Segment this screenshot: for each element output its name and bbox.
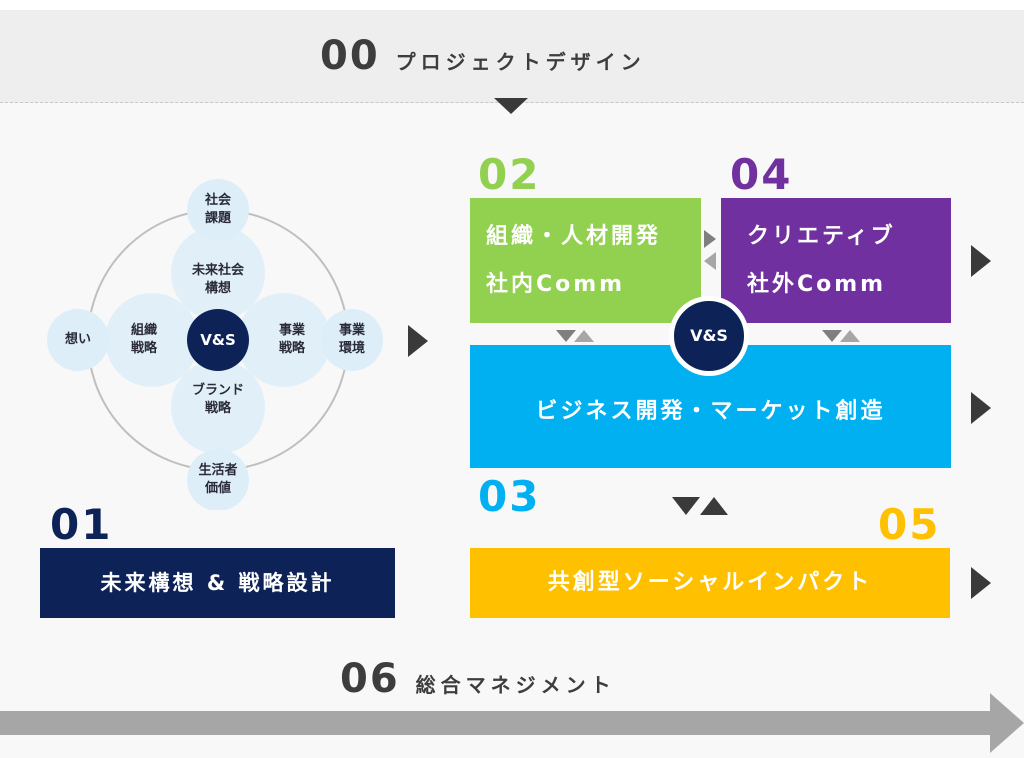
outer-circle-top (187, 179, 249, 241)
outer-label-left: 想い (64, 332, 91, 347)
arrow-down-small-icon (556, 330, 576, 342)
arrow-up-small-icon (574, 330, 594, 342)
outer-label-top: 社会 課題 (204, 193, 231, 226)
center-circle (187, 309, 249, 371)
outer-label-right: 事業 環境 (338, 323, 365, 356)
header-number: 00 (320, 33, 380, 79)
outer-circle-bottom (187, 449, 249, 510)
project-design-band (0, 10, 1024, 103)
step-02-line2: 社内Comm (486, 271, 626, 297)
footer: 06 総合マネジメント (340, 656, 616, 702)
long-right-arrow-icon (0, 693, 1024, 753)
inner-circle-bottom (171, 360, 265, 454)
arrow-up-small-icon (840, 330, 860, 342)
outer-circle-right (321, 309, 383, 371)
step-05-number: 05 (878, 500, 941, 549)
inner-label-bottom: ブランド 戦略 (191, 383, 244, 416)
arrow-up-icon (700, 497, 728, 515)
step-02-number: 02 (478, 150, 541, 199)
step-05-label: 共創型ソーシャルインパクト (547, 570, 873, 595)
right-arrow-icon (971, 245, 991, 277)
step-04-line1: クリエティブ (747, 223, 896, 249)
inner-label-top: 未来社会 構想 (191, 263, 244, 296)
header-title: プロジェクトデザイン (395, 50, 646, 74)
down-arrow-icon (494, 98, 528, 114)
step-03-box: ビジネス開発・マーケット創造 (470, 345, 951, 468)
inner-circle-left (105, 293, 199, 387)
right-arrow-icon (971, 392, 991, 424)
step-01-number: 01 (50, 500, 113, 549)
right-arrow-icon (408, 325, 428, 357)
arrow-left-small-icon (704, 252, 716, 270)
inner-circle-right (237, 293, 331, 387)
right-arrow-icon (971, 567, 991, 599)
step-04-line2: 社外Comm (747, 271, 887, 297)
step-01-box: 未来構想 & 戦略設計 (40, 548, 395, 618)
concept-diagram (47, 179, 383, 510)
outer-label-bottom: 生活者 価値 (198, 463, 238, 496)
inner-circle-top (171, 226, 265, 320)
footer-title: 総合マネジメント (415, 673, 616, 697)
center-label: V&S (200, 331, 236, 349)
footer-number: 06 (340, 656, 400, 702)
step-04-number: 04 (730, 150, 793, 199)
vs-hub: V&S (669, 296, 749, 376)
header: 00 プロジェクトデザイン (320, 33, 646, 79)
step-03-number: 03 (478, 472, 541, 521)
arrow-down-icon (672, 497, 700, 515)
inner-label-right: 事業 戦略 (278, 323, 305, 356)
management-arrow (0, 693, 1024, 753)
arrow-right-small-icon (704, 230, 716, 248)
step-05-box: 共創型ソーシャルインパクト (470, 548, 950, 618)
step-04-box: クリエティブ 社外Comm (721, 198, 951, 323)
step-01-label: 未来構想 & 戦略設計 (100, 571, 335, 595)
step-02-line1: 組織・人材開発 (486, 223, 662, 249)
inner-label-left: 組織 戦略 (130, 323, 157, 356)
step-03-label: ビジネス開発・マーケット創造 (535, 398, 886, 424)
outer-circle-left (47, 309, 109, 371)
step-02-box: 組織・人材開発 社内Comm (470, 198, 701, 323)
arrow-down-small-icon (822, 330, 842, 342)
